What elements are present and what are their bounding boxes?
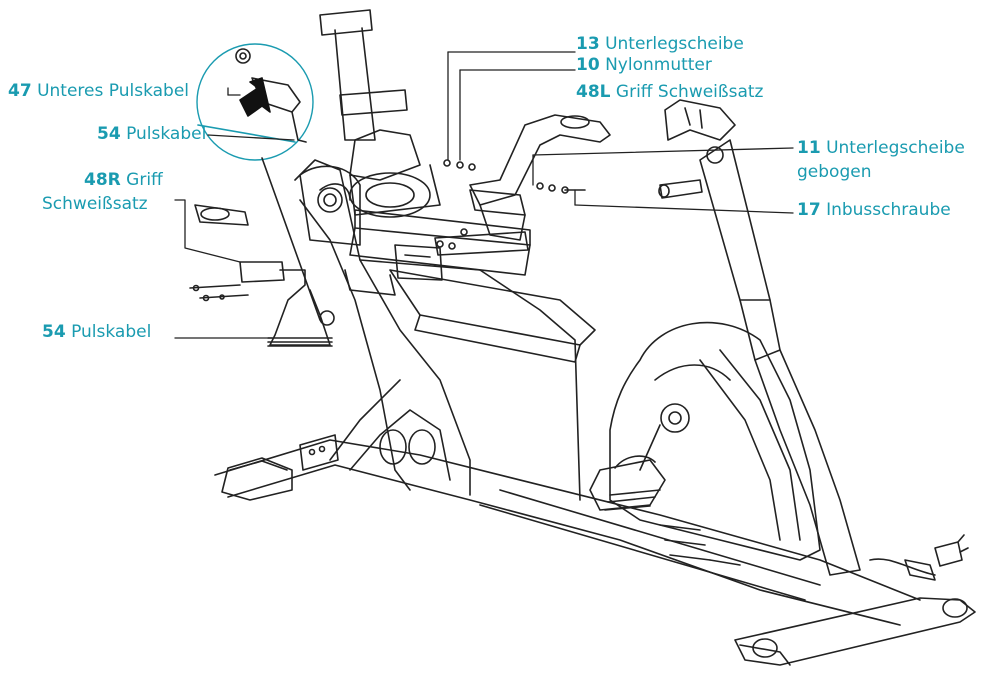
label-11-curved-washer: 11 Unterlegscheibe [797,138,965,158]
label-54-pulse-cable-top: 54 Pulskabel [97,124,207,144]
handle-48R [189,204,335,347]
label-47-lower-pulse-cable: 47 Unteres Pulskabel [8,81,189,101]
seat-frame [294,159,596,501]
base-frame [214,434,976,666]
label-17-allen-screw: 17 Inbusschraube [797,200,951,220]
console-mast [658,99,861,576]
label-48R-handle: 48R Griff [84,170,163,190]
label-10-nylon-nut: 10 Nylonmutter [576,55,712,75]
label-48L-handle: 48L Griff Schweißsatz [576,82,764,102]
flywheel-cover [609,321,821,561]
handle-48L [434,114,611,256]
label-54-pulse-cable-bottom: 54 Pulskabel [42,322,152,342]
hardware-parts [436,159,586,250]
label-13-washer: 13 Unterlegscheibe [576,34,744,54]
label-48R-handle-line2: Schweißsatz [42,194,148,214]
label-11-curved-washer-line2: gebogen [797,162,872,182]
seat-rail [344,209,531,296]
pedal [589,403,741,566]
power-adapter [869,534,969,581]
leader-lines [174,51,794,339]
seat-back [319,9,441,218]
